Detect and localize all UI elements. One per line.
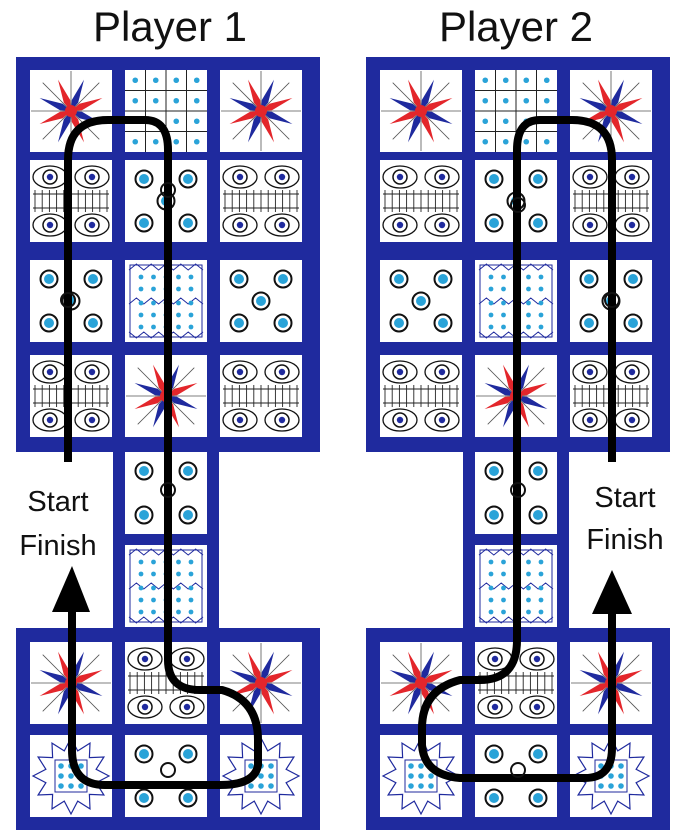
eyes-icon[interactable] bbox=[220, 355, 302, 437]
player-2-arrow-icon bbox=[592, 570, 632, 614]
rosette-icon[interactable] bbox=[380, 70, 462, 152]
rosette-icon[interactable] bbox=[220, 70, 302, 152]
rosette-icon[interactable] bbox=[220, 642, 302, 724]
player-1-arrow-icon bbox=[52, 566, 90, 612]
five-dots-icon[interactable] bbox=[220, 260, 302, 342]
eyes-icon[interactable] bbox=[380, 355, 462, 437]
five-dots-icon[interactable] bbox=[380, 260, 462, 342]
eyes-icon[interactable] bbox=[380, 160, 462, 242]
eyes-icon[interactable] bbox=[220, 160, 302, 242]
